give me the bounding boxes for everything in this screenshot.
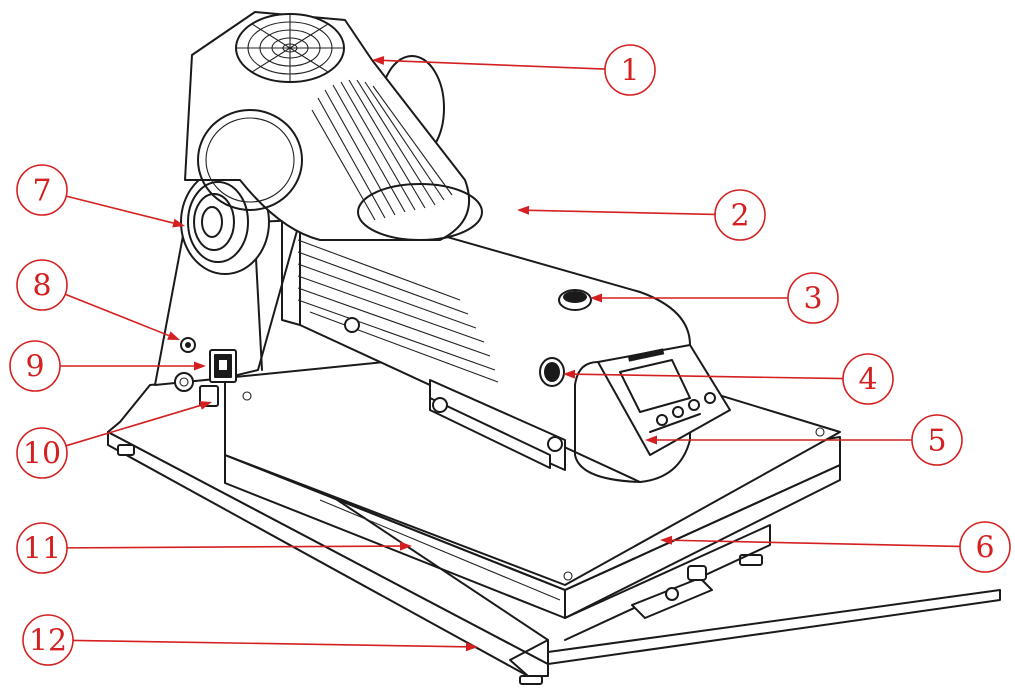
callout-2: 2 [517, 189, 766, 241]
callout-number: 9 [25, 350, 44, 385]
side-vents [297, 239, 499, 383]
callout-circle [16, 427, 68, 479]
arrowhead [645, 435, 657, 445]
power-inlet [174, 372, 194, 392]
arrowhead [399, 541, 412, 551]
leader-line [528, 209, 716, 216]
fan-grille [235, 13, 345, 83]
callout-number: 8 [32, 269, 51, 304]
top-button [558, 289, 592, 311]
arrowhead [590, 293, 602, 303]
callout-circle [842, 353, 894, 405]
arrowhead [465, 642, 478, 652]
power-switch [209, 349, 237, 383]
heat-plate-bracket [344, 317, 566, 471]
arrowhead [517, 205, 530, 215]
arrowhead [194, 361, 206, 371]
arrowhead [660, 535, 673, 545]
callout-circle [714, 189, 766, 241]
fan-tower [184, 11, 483, 241]
callout-10: 10 [16, 401, 212, 479]
callout-circle [9, 340, 61, 392]
foot [117, 444, 135, 456]
callout-number: 7 [32, 174, 51, 209]
callout-circle [959, 521, 1011, 573]
callout-circle [16, 164, 68, 216]
callout-number: 11 [23, 532, 61, 567]
drawer-handle [631, 565, 713, 619]
leader-line [66, 195, 174, 224]
leader-line [671, 539, 961, 548]
arrowhead [199, 401, 212, 410]
callout-number: 6 [975, 531, 994, 566]
callout-12: 12 [22, 614, 478, 666]
leader-line [574, 373, 844, 380]
callout-11: 11 [16, 522, 412, 574]
callout-3: 3 [590, 272, 839, 324]
callout-number: 10 [23, 437, 61, 472]
side-button [539, 357, 565, 387]
callout-circle [787, 272, 839, 324]
callout-circle [16, 522, 68, 574]
leader-line [72, 639, 467, 648]
callout-number: 2 [730, 199, 749, 234]
arrowhead [563, 369, 576, 379]
callout-number: 1 [620, 54, 639, 89]
foot [519, 675, 543, 685]
base-frame [107, 377, 1001, 685]
arrowhead [372, 55, 385, 65]
callout-4: 4 [563, 353, 894, 405]
callout-number: 12 [29, 624, 67, 659]
pivot-hub [180, 169, 270, 275]
fuse-holder [199, 385, 219, 407]
leader-line [64, 293, 170, 337]
callout-circle [604, 44, 656, 96]
callout-circle [16, 259, 68, 311]
callout-9: 9 [9, 340, 206, 392]
support-arm [154, 169, 301, 407]
control-panel [597, 344, 731, 456]
callout-circle [911, 414, 963, 466]
callout-circle [22, 614, 74, 666]
arrowhead [167, 331, 180, 340]
leader-line [383, 59, 606, 70]
callout-6: 6 [660, 521, 1011, 573]
callout-7: 7 [16, 164, 185, 228]
callout-number: 3 [803, 282, 822, 317]
callout-1: 1 [372, 44, 656, 96]
leader-line [66, 545, 401, 549]
arrowhead [172, 218, 185, 228]
callout-number: 4 [858, 363, 877, 398]
callout-8: 8 [16, 259, 180, 340]
leader-line [65, 404, 201, 447]
callout-number: 5 [927, 424, 946, 459]
callout-5: 5 [645, 414, 963, 466]
